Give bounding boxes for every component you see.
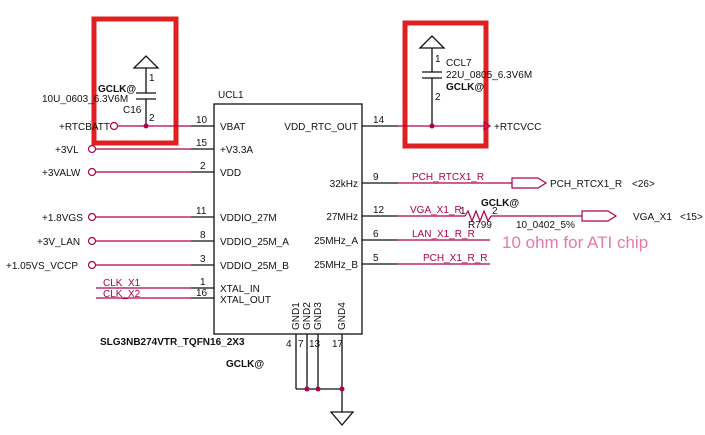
pin-name-gnd3: GND3	[313, 302, 324, 330]
c16-ref: C16	[123, 105, 142, 116]
c16-option: GCLK@	[98, 84, 136, 95]
net-clk-x2: CLK_X2	[103, 289, 141, 300]
net-3v-lan: +3V_LAN	[37, 237, 80, 248]
pin-num-25mhzb: 5	[373, 253, 379, 264]
net-pch-rtcx1-ref: <26>	[632, 179, 655, 190]
ccl7-power-symbol	[418, 35, 446, 49]
pin-num-gnd4: 17	[332, 339, 344, 350]
pin-name-xtalin: XTAL_IN	[220, 284, 260, 295]
pin-name-25mhzb: 25MHz_B	[314, 260, 358, 271]
left-pin-stubs	[191, 125, 214, 299]
pin-num-vddio25mb: 3	[200, 254, 206, 265]
net-3vl: +3VL	[55, 145, 79, 156]
net-vga-x1-ref: <15>	[680, 212, 703, 223]
net-pch-rtcx1-r: PCH_RTCX1_R	[412, 172, 484, 183]
pin-name-gnd1: GND1	[291, 302, 302, 330]
highlight-box-c16	[91, 16, 179, 146]
ccl7-value: 22U_0805_6.3V6M	[446, 70, 532, 81]
c16-power-symbol	[132, 55, 160, 69]
pin-num-xtalin: 1	[200, 277, 206, 288]
net-1p05vs-vccp: +1.05VS_VCCP	[6, 261, 78, 272]
vga-offpage-connector	[581, 210, 618, 222]
right-net-wires	[398, 125, 582, 265]
net-lan-x1-r-r: LAN_X1_R_R	[412, 229, 475, 240]
left-net-wires	[96, 125, 191, 299]
pin-num-gnd1: 4	[286, 339, 292, 350]
left-net-terminals	[87, 121, 119, 270]
r799-ref: R799	[468, 220, 492, 231]
r799-pin1: 1	[460, 206, 466, 217]
ccl7-option: GCLK@	[446, 82, 484, 93]
r799-value: 10_0402_5%	[516, 220, 575, 231]
r799-pin2: 2	[492, 206, 498, 217]
pin-name-vbat: VBAT	[220, 122, 245, 133]
pin-num-32khz: 9	[373, 172, 379, 183]
pin-name-32khz: 32kHz	[330, 179, 358, 190]
ic-body	[213, 103, 363, 335]
pin-name-vddrtcout: VDD_RTC_OUT	[284, 122, 358, 133]
net-pch-x1-r-r: PCH_X1_R_R	[423, 253, 487, 264]
rtcx1-offpage-connector	[511, 177, 548, 189]
c16-pin2: 2	[149, 113, 155, 124]
pin-num-gnd3: 13	[309, 339, 321, 350]
pin-num-v33a: 15	[196, 138, 208, 149]
pin-num-25mhza: 6	[373, 229, 379, 240]
ccl7-pin2: 2	[435, 92, 441, 103]
c16-pin1: 1	[149, 73, 155, 84]
net-3valw: +3VALW	[42, 168, 81, 179]
pin-num-vddrtcout: 14	[373, 115, 385, 126]
pin-name-vddio25mb: VDDIO_25M_B	[220, 261, 289, 272]
ic-ref: UCL1	[218, 90, 244, 101]
pin-num-vddio27m: 11	[196, 206, 207, 217]
ati-note: 10 ohm for ATI chip	[502, 233, 648, 252]
net-clk-x1: CLK_X1	[103, 278, 141, 289]
ic-option: GCLK@	[226, 359, 264, 370]
ic-part-number: SLG3NB274VTR_TQFN16_2X3	[100, 337, 245, 348]
pin-name-vdd: VDD	[220, 168, 241, 179]
net-vga-x1-out: VGA_X1	[633, 212, 672, 223]
net-rtcbatt: +RTCBATT	[59, 122, 110, 133]
pin-name-gnd2: GND2	[302, 302, 313, 330]
pin-name-27mhz: 27MHz	[326, 212, 358, 223]
pin-name-v33a: +V3.3A	[220, 145, 253, 156]
right-pin-stubs	[362, 125, 398, 265]
pin-num-gnd2: 7	[298, 339, 304, 350]
pin-name-25mhza: 25MHz_A	[314, 236, 358, 247]
net-rtcvcc: +RTCVCC	[494, 122, 541, 133]
ccl7-ref: CCL7	[446, 58, 472, 69]
r799-option: GCLK@	[481, 198, 519, 209]
highlight-box-ccl7	[402, 20, 489, 149]
ground-junctions	[304, 386, 345, 392]
net-vga-x1-r: VGA_X1_R	[410, 205, 462, 216]
ccl7-pin1: 1	[435, 54, 441, 65]
pin-name-gnd4: GND4	[337, 302, 348, 330]
c16-junction	[143, 123, 149, 129]
c16-value: 10U_0603_6.3V6M	[42, 94, 128, 105]
pin-name-vddio25ma: VDDIO_25M_A	[220, 237, 289, 248]
rtcvcc-arrow	[483, 120, 492, 132]
pin-num-27mhz: 12	[373, 205, 385, 216]
ground-symbol	[329, 411, 355, 427]
net-pch-rtcx1-out: PCH_RTCX1_R	[550, 179, 622, 190]
pin-num-vddio25ma: 8	[200, 230, 206, 241]
pin-num-vdd: 2	[200, 161, 206, 172]
pin-num-vbat: 10	[196, 115, 208, 126]
pin-name-vddio27m: VDDIO_27M	[220, 213, 277, 224]
pin-name-xtalout: XTAL_OUT	[220, 295, 271, 306]
net-1p8vgs: +1.8VGS	[42, 213, 83, 224]
pin-num-xtalout: 16	[196, 288, 208, 299]
